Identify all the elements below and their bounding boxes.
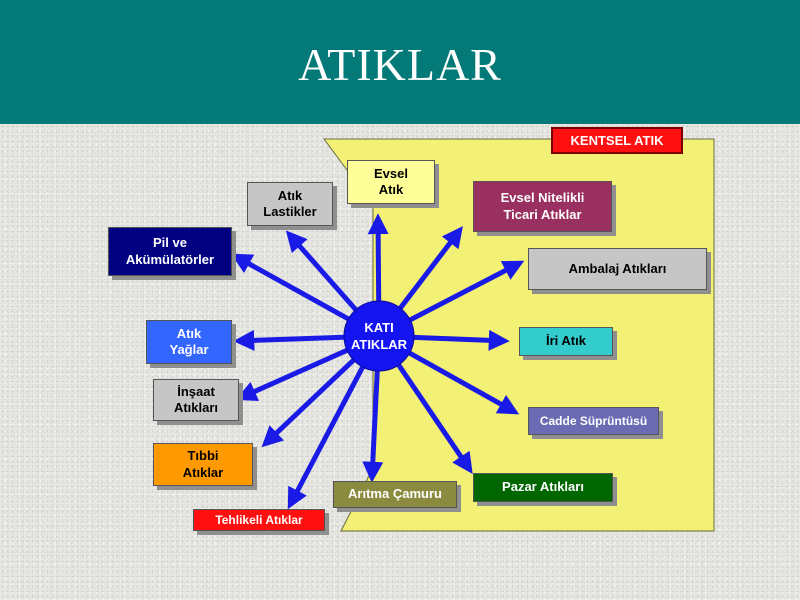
node-text-line: Cadde Süprüntüsü — [539, 413, 648, 428]
node-text-line: İnşaat — [177, 383, 215, 399]
title-bar: ATIKLAR — [0, 0, 800, 124]
node-text-line: Evsel — [374, 165, 408, 181]
arrow — [261, 356, 358, 448]
node-text-line: Atık — [277, 187, 303, 203]
aritma-camuru-node: Arıtma Çamuru — [333, 481, 457, 508]
iri-atik-node: İri Atık — [519, 327, 613, 356]
node-text-line: Pil ve — [153, 235, 187, 251]
node-text-line: Lastikler — [263, 204, 317, 219]
node-text-line: Atıklar — [182, 464, 224, 480]
node-text-line: Tehlikeli Atıklar — [215, 512, 303, 527]
node-text: Cadde Süprüntüsü — [540, 414, 647, 429]
node-text: İri Atık — [546, 333, 586, 349]
tehlikeli-atiklar-node: Tehlikeli Atıklar — [193, 509, 325, 531]
node-text-line: Ambalaj Atıkları — [568, 260, 667, 276]
arrow — [406, 260, 525, 324]
node-text: Tehlikeli Atıklar — [215, 513, 302, 528]
center-circle — [343, 300, 415, 372]
pazar-atiklari-node: Pazar Atıkları — [473, 473, 613, 502]
arrow — [367, 213, 389, 305]
node-text-line: Atık — [176, 325, 202, 341]
arrow — [233, 329, 348, 351]
page-title: ATIKLAR — [298, 39, 502, 90]
node-text-line: Atık — [378, 182, 404, 197]
arrow-group — [230, 213, 525, 510]
arrow — [396, 226, 463, 313]
arrow — [362, 367, 384, 483]
node-text-line: Atıkları — [173, 400, 219, 415]
node-text-line: İri Atık — [546, 333, 586, 349]
kentsel-atik-label: KENTSEL ATIK — [551, 127, 683, 154]
arrow — [287, 363, 367, 510]
node-text: Arıtma Çamuru — [348, 486, 442, 502]
arrow — [285, 230, 360, 314]
cadde-supruntusu-node: Cadde Süprüntüsü — [528, 407, 659, 435]
node-text-line: Pazar Atıkları — [502, 479, 584, 495]
center-label-line2: ATIKLAR — [351, 337, 408, 352]
node-text: Ambalaj Atıkları — [569, 261, 667, 277]
arrow — [235, 346, 351, 401]
center-label-line1: KATI — [364, 320, 393, 335]
arrow — [405, 349, 520, 415]
ambalaj-atiklari-node: Ambalaj Atıkları — [528, 248, 707, 290]
arrow — [394, 361, 473, 474]
node-text-line: Ticari Atıklar — [503, 206, 582, 222]
arrow — [410, 329, 510, 351]
node-text-line: Akümülatörler — [125, 251, 215, 267]
node-text: Pazar Atıkları — [502, 479, 584, 495]
node-text-line: Evsel Nitelikli — [500, 190, 585, 206]
node-text-line: Yağlar — [169, 342, 209, 357]
node-text-line: Tıbbi — [187, 448, 219, 464]
node-text-line: Arıtma Çamuru — [348, 486, 442, 502]
arrow — [230, 253, 353, 323]
